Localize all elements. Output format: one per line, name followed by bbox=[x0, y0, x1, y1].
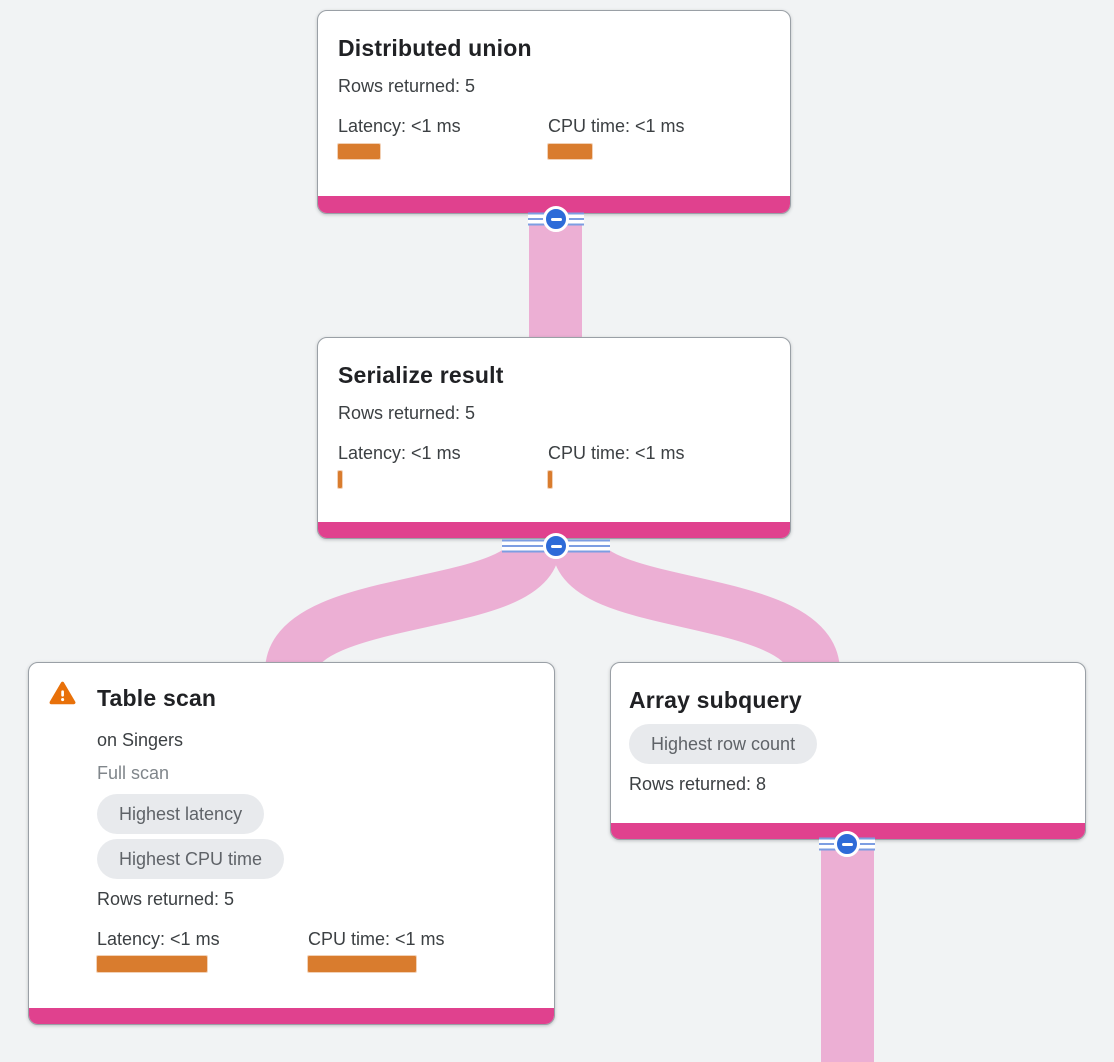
edge-array-subquery-to-child bbox=[821, 835, 874, 1062]
plan-node-serialize-result[interactable]: Serialize result Rows returned: 5 Latenc… bbox=[317, 337, 791, 539]
plan-node-distributed-union[interactable]: Distributed union Rows returned: 5 Laten… bbox=[317, 10, 791, 214]
collapse-button-serialize-result[interactable] bbox=[502, 533, 610, 559]
metrics-row: Latency: <1 ms CPU time: <1 ms bbox=[337, 114, 770, 160]
rows-returned-text: Rows returned: 5 bbox=[338, 76, 476, 96]
warning-triangle-icon bbox=[49, 681, 76, 705]
minus-icon bbox=[550, 544, 562, 548]
latency-metric: Latency: <1 ms bbox=[337, 441, 548, 489]
cpu-metric: CPU time: <1 ms bbox=[547, 114, 685, 160]
latency-label: Latency: <1 ms bbox=[338, 443, 461, 463]
node-accent-bar bbox=[318, 196, 790, 213]
edge-serialize-result-to-array-subquery bbox=[552, 540, 840, 676]
cpu-time-bar bbox=[307, 955, 417, 973]
latency-metric: Latency: <1 ms bbox=[96, 927, 308, 973]
badge-highest-latency: Highest latency bbox=[97, 794, 265, 834]
minus-icon bbox=[841, 842, 853, 846]
minus-in-circle-icon bbox=[543, 206, 569, 232]
metrics-row: Latency: <1 ms CPU time: <1 ms bbox=[337, 441, 770, 489]
latency-bar bbox=[96, 955, 208, 973]
latency-bar bbox=[337, 470, 343, 489]
cpu-time-label: CPU time: <1 ms bbox=[548, 116, 685, 136]
minus-in-circle-icon bbox=[543, 533, 569, 559]
minus-icon bbox=[550, 217, 562, 221]
collapse-button-distributed-union[interactable] bbox=[528, 206, 584, 232]
node-subtitle: on Singers bbox=[97, 730, 184, 750]
edge-serialize-result-to-table-scan bbox=[265, 540, 560, 676]
cpu-time-bar bbox=[547, 470, 553, 489]
plan-node-table-scan[interactable]: Table scan on Singers Full scan Highest … bbox=[28, 662, 555, 1025]
latency-metric: Latency: <1 ms bbox=[337, 114, 548, 160]
minus-in-circle-icon bbox=[834, 831, 860, 857]
cpu-metric: CPU time: <1 ms bbox=[307, 927, 445, 973]
badge-highest-cpu-time: Highest CPU time bbox=[97, 839, 285, 879]
rows-returned-text: Rows returned: 5 bbox=[338, 403, 476, 423]
node-title: Serialize result bbox=[338, 362, 504, 388]
node-title: Table scan bbox=[97, 685, 217, 711]
latency-label: Latency: <1 ms bbox=[338, 116, 461, 136]
rows-returned-text: Rows returned: 8 bbox=[629, 774, 767, 794]
node-accent-bar bbox=[318, 522, 790, 538]
cpu-metric: CPU time: <1 ms bbox=[547, 441, 685, 489]
node-title: Array subquery bbox=[629, 687, 802, 713]
metrics-row: Latency: <1 ms CPU time: <1 ms bbox=[96, 927, 534, 973]
cpu-time-bar bbox=[547, 143, 593, 160]
node-accent-bar bbox=[29, 1008, 554, 1024]
plan-node-array-subquery[interactable]: Array subquery Highest row count Rows re… bbox=[610, 662, 1086, 840]
cpu-time-label: CPU time: <1 ms bbox=[548, 443, 685, 463]
badge-highest-row-count: Highest row count bbox=[629, 724, 818, 764]
latency-bar bbox=[337, 143, 381, 160]
rows-returned-text: Rows returned: 5 bbox=[97, 889, 235, 909]
collapse-button-array-subquery[interactable] bbox=[819, 831, 875, 857]
scan-type-text: Full scan bbox=[97, 763, 170, 783]
node-title: Distributed union bbox=[338, 35, 532, 61]
cpu-time-label: CPU time: <1 ms bbox=[308, 929, 445, 949]
latency-label: Latency: <1 ms bbox=[97, 929, 220, 949]
